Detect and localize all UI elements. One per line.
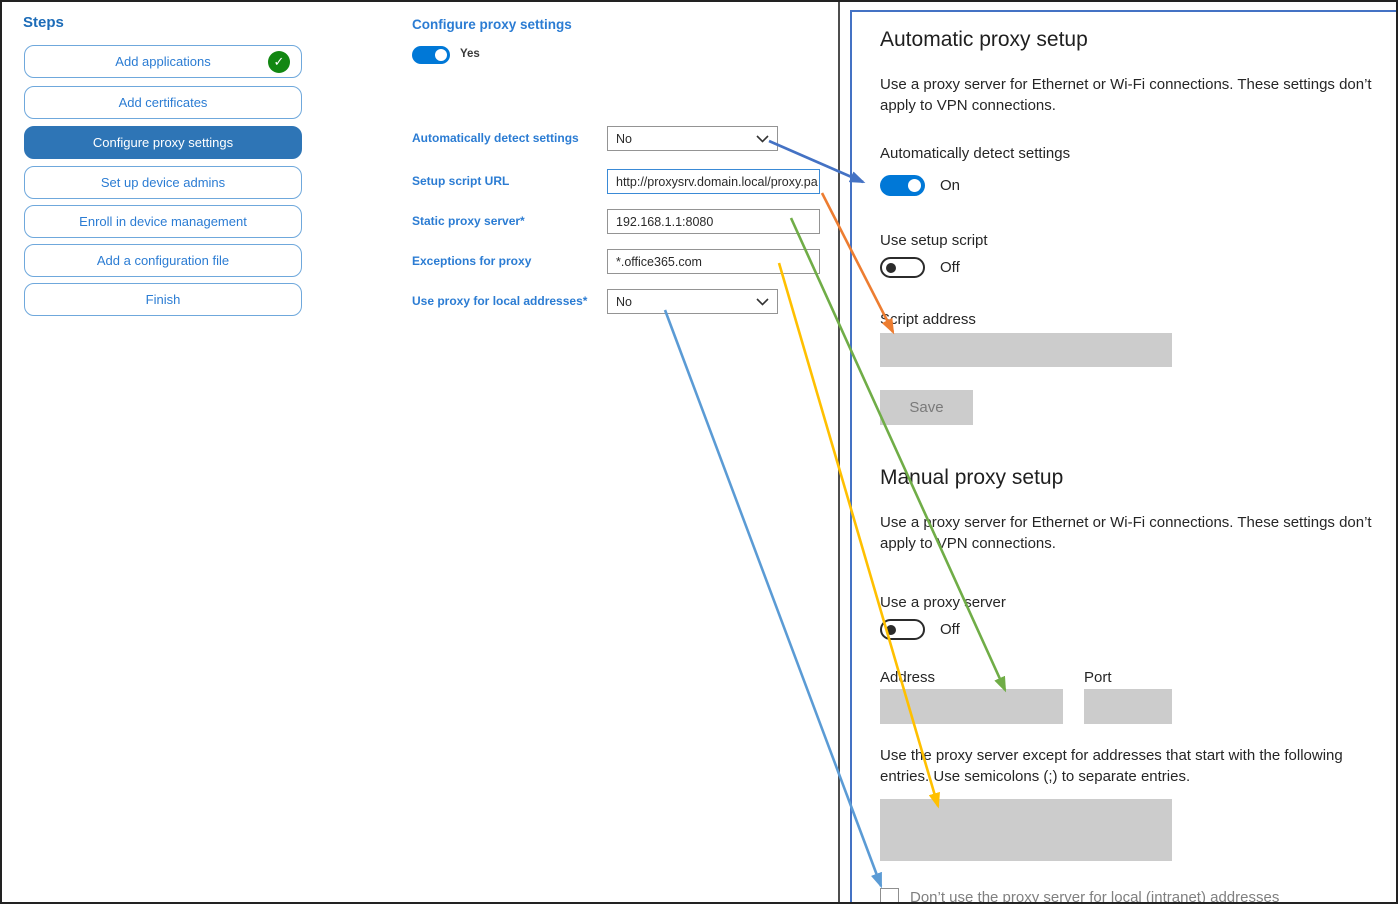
step-add-a-configuration-file[interactable]: Add a configuration file <box>24 244 302 277</box>
input-value: http://proxysrv.domain.local/proxy.pa <box>616 174 818 189</box>
field-label: Exceptions for proxy <box>412 254 532 268</box>
exceptions-instructions: Use the proxy server except for addresse… <box>880 747 1343 785</box>
local-intranet-checkbox-label: Don’t use the proxy server for local (in… <box>910 889 1280 904</box>
detect-settings-toggle-state: On <box>940 177 961 194</box>
automatic-proxy-heading: Automatic proxy setup <box>880 28 1088 51</box>
step-label: Set up device admins <box>100 175 226 190</box>
form-title: Configure proxy settings <box>412 17 572 32</box>
dropdown-value: No <box>616 294 632 309</box>
use-proxy-server-toggle-state: Off <box>940 621 960 638</box>
automatic-proxy-description: Use a proxy server for Ethernet or Wi-Fi… <box>880 76 1372 114</box>
chevron-down-icon <box>756 134 769 143</box>
field-label: Static proxy server* <box>412 214 525 228</box>
step-configure-proxy-settings[interactable]: Configure proxy settings <box>24 126 302 159</box>
chevron-down-icon <box>756 297 769 306</box>
use-setup-script-toggle-state: Off <box>940 259 960 276</box>
configure-proxy-toggle[interactable] <box>412 46 450 64</box>
input-value: 192.168.1.1:8080 <box>616 214 714 229</box>
form-row-local-addresses: Use proxy for local addresses* No <box>412 289 832 314</box>
toggle-knob <box>886 624 896 635</box>
exceptions-for-proxy-input[interactable]: *.office365.com <box>607 249 820 274</box>
step-enroll-in-device-management[interactable]: Enroll in device management <box>24 205 302 238</box>
toggle-knob <box>886 262 896 273</box>
completed-check-icon: ✓ <box>268 50 290 73</box>
script-address-input[interactable] <box>880 333 1172 367</box>
use-setup-script-toggle[interactable] <box>880 257 925 278</box>
step-label: Add applications <box>115 54 211 69</box>
steps-panel-title: Steps <box>23 14 64 31</box>
step-add-certificates[interactable]: Add certificates <box>24 86 302 119</box>
panel-divider <box>838 2 840 902</box>
toggle-knob <box>435 49 447 61</box>
port-input[interactable] <box>1084 689 1172 724</box>
configure-proxy-toggle-state: Yes <box>460 48 480 60</box>
step-label: Enroll in device management <box>79 214 247 229</box>
field-label: Setup script URL <box>412 174 510 188</box>
use-setup-script-label: Use setup script <box>880 232 988 249</box>
address-input[interactable] <box>880 689 1063 724</box>
detect-settings-toggle[interactable] <box>880 175 925 196</box>
step-label: Configure proxy settings <box>92 135 234 150</box>
static-proxy-server-input[interactable]: 192.168.1.1:8080 <box>607 209 820 234</box>
step-finish[interactable]: Finish <box>24 283 302 316</box>
windows-proxy-settings-panel: Automatic proxy setup Use a proxy server… <box>850 10 1396 904</box>
detect-settings-label: Automatically detect settings <box>880 145 1071 162</box>
toggle-knob <box>908 179 921 192</box>
field-label: Use proxy for local addresses* <box>412 294 588 308</box>
form-row-static-proxy: Static proxy server* 192.168.1.1:8080 <box>412 209 832 234</box>
use-proxy-server-toggle[interactable] <box>880 619 925 640</box>
use-proxy-server-label: Use a proxy server <box>880 594 1006 611</box>
step-set-up-device-admins[interactable]: Set up device admins <box>24 166 302 199</box>
input-value: *.office365.com <box>616 254 702 269</box>
step-add-applications[interactable]: Add applications ✓ <box>24 45 302 78</box>
port-label: Port <box>1084 669 1112 686</box>
form-row-proxy-exceptions: Exceptions for proxy *.office365.com <box>412 249 832 274</box>
local-addresses-mapping <box>663 309 883 889</box>
script-address-label: Script address <box>880 311 976 328</box>
exceptions-textarea[interactable] <box>880 799 1172 861</box>
manual-proxy-heading: Manual proxy setup <box>880 466 1064 489</box>
field-label: Automatically detect settings <box>412 131 579 145</box>
step-label: Add certificates <box>118 95 208 110</box>
save-button[interactable]: Save <box>880 390 973 425</box>
dropdown-value: No <box>616 131 632 146</box>
local-addresses-dropdown[interactable]: No <box>607 289 778 314</box>
form-row-setup-script-url: Setup script URL http://proxysrv.domain.… <box>412 169 832 194</box>
local-intranet-checkbox[interactable] <box>880 888 899 902</box>
step-label: Add a configuration file <box>96 253 230 268</box>
step-label: Finish <box>145 292 181 307</box>
detect-settings-dropdown[interactable]: No <box>607 126 778 151</box>
setup-script-url-input[interactable]: http://proxysrv.domain.local/proxy.pa <box>607 169 820 194</box>
manual-proxy-description: Use a proxy server for Ethernet or Wi-Fi… <box>880 514 1372 552</box>
form-row-detect-settings: Automatically detect settings No <box>412 126 832 151</box>
